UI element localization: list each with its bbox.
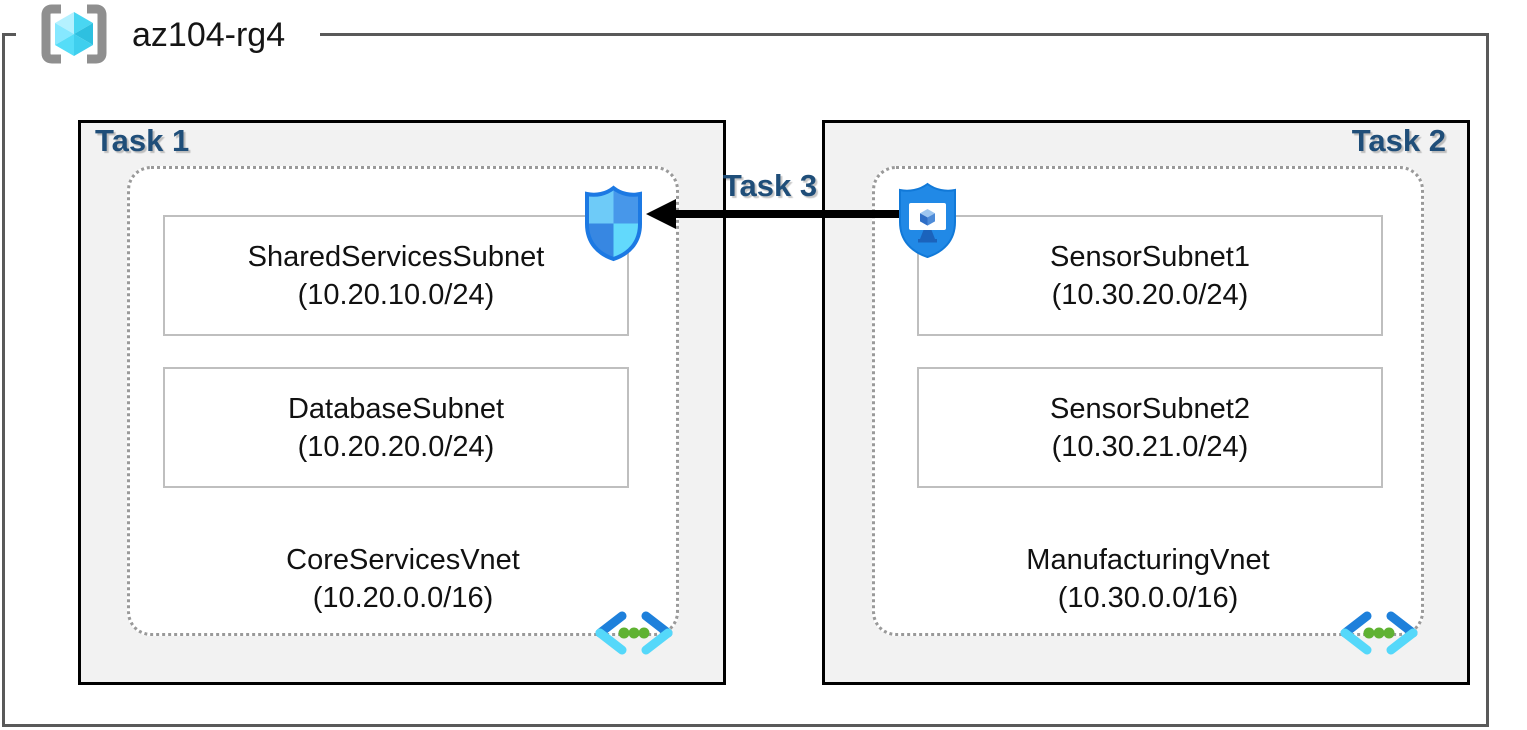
resource-group-frame <box>2 33 1489 727</box>
task2-label: Task 2 <box>1351 123 1446 158</box>
bastion-shield-icon <box>899 182 956 259</box>
subnet-name: SharedServicesSubnet <box>247 240 545 273</box>
vnet-label-manufacturing: ManufacturingVnet (10.30.0.0/16) <box>872 540 1424 618</box>
subnet-sharedservices: SharedServicesSubnet (10.20.10.0/24) <box>163 215 629 336</box>
subnet-name: SensorSubnet1 <box>1050 240 1250 273</box>
vnet-label-coreservices: CoreServicesVnet (10.20.0.0/16) <box>127 540 679 618</box>
task1-label: Task 1 <box>95 123 190 158</box>
subnet-cidr: (10.30.21.0/24) <box>1051 430 1249 463</box>
subnet-sensor2: SensorSubnet2 (10.30.21.0/24) <box>917 367 1383 488</box>
subnet-database: DatabaseSubnet (10.20.20.0/24) <box>163 367 629 488</box>
task3-arrow <box>646 199 912 229</box>
vnet-cidr: (10.30.0.0/16) <box>1057 582 1239 614</box>
vnet-name: CoreServicesVnet <box>286 544 520 576</box>
subnet-cidr: (10.20.10.0/24) <box>297 278 495 311</box>
vnet-cidr: (10.20.0.0/16) <box>312 582 494 614</box>
resource-group-name: az104-rg4 <box>132 16 286 54</box>
subnet-name: SensorSubnet2 <box>1050 392 1250 425</box>
vnet-name: ManufacturingVnet <box>1026 544 1270 576</box>
virtual-network-icon <box>1340 611 1418 655</box>
subnet-cidr: (10.30.20.0/24) <box>1051 278 1249 311</box>
subnet-cidr: (10.20.20.0/24) <box>297 430 495 463</box>
virtual-network-icon <box>595 611 673 655</box>
resource-group-icon <box>41 4 107 64</box>
network-security-shield-icon <box>585 185 642 262</box>
task3-label: Task 3 <box>722 168 818 203</box>
subnet-name: DatabaseSubnet <box>287 392 505 425</box>
subnet-sensor1: SensorSubnet1 (10.30.20.0/24) <box>917 215 1383 336</box>
